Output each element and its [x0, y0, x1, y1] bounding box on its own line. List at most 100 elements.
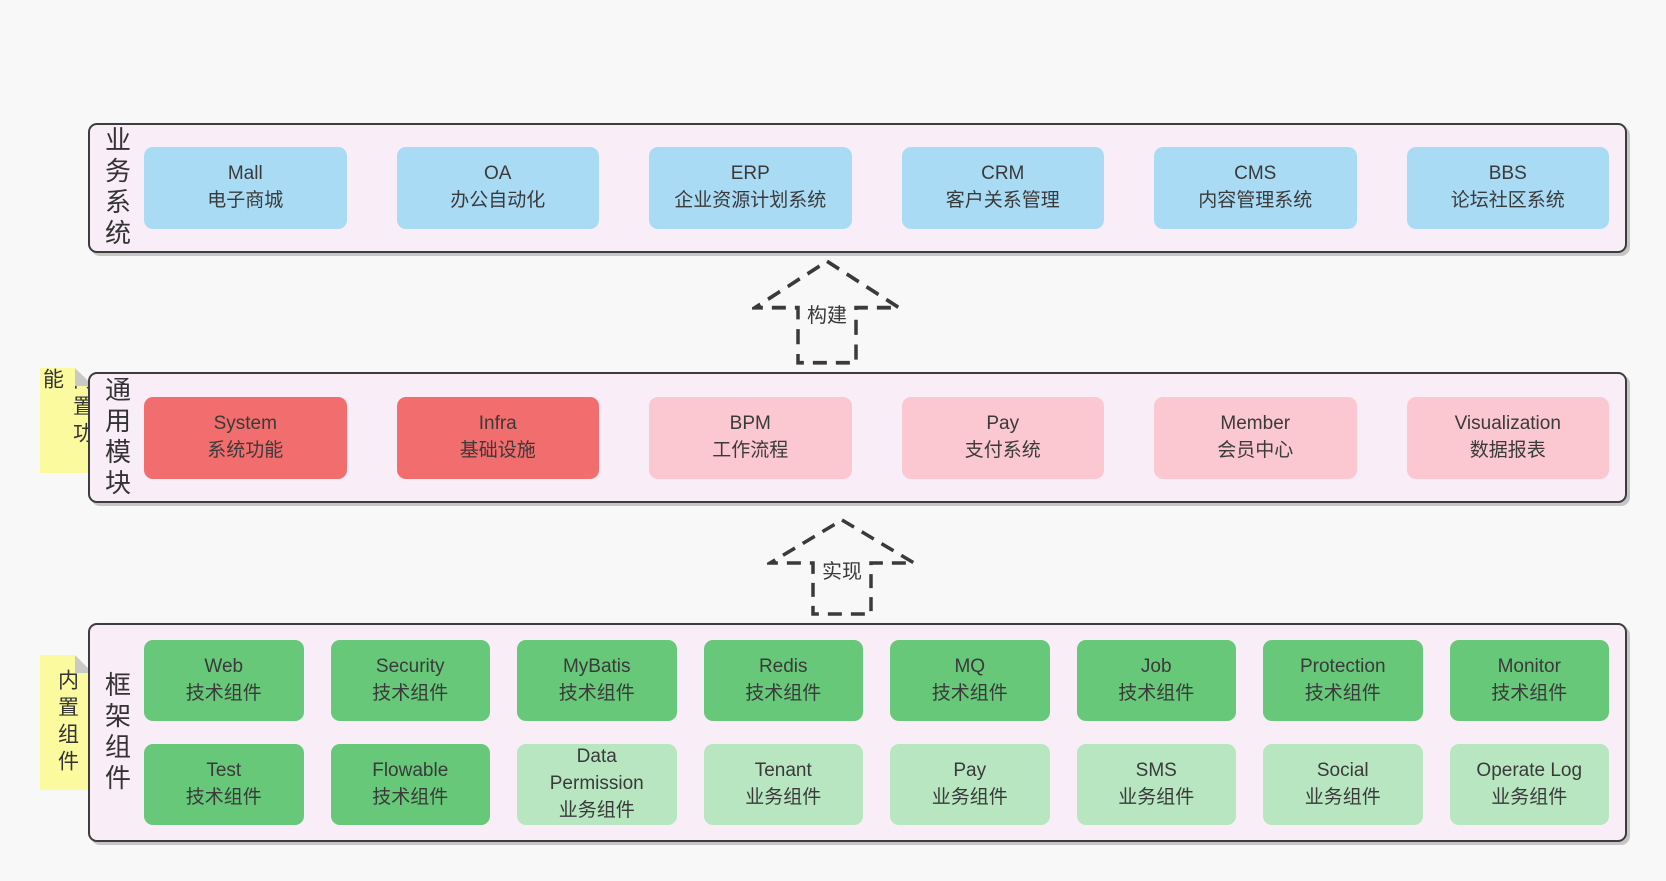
box-desc: 业务组件 — [1491, 786, 1568, 808]
box-name: CMS — [1234, 163, 1277, 185]
layer-business-systems: 业务系统 Mall 电子商城 OA 办公自动化 ERP 企业资源计划系统 CRM 客户关系管理… — [88, 123, 1627, 253]
box-crm: CRM 客户关系管理 — [901, 147, 1104, 229]
sticky-note-built-in-components: 内置组件 — [40, 655, 93, 790]
component-row: System 系统功能 Infra 基础设施 BPM 工作流程 Pay 支付系统 Member 会… — [144, 396, 1609, 479]
box-name: MQ — [954, 655, 986, 677]
box-mq: MQ 技术组件 — [890, 640, 1050, 721]
dashed-up-arrow-icon — [752, 259, 902, 365]
box-desc: 技术组件 — [185, 786, 262, 808]
box-name: ERP — [730, 163, 770, 185]
box-mall: Mall 电子商城 — [144, 147, 347, 229]
box-desc: 工作流程 — [712, 439, 789, 461]
box-name: Monitor — [1497, 655, 1561, 677]
box-name: Pay — [953, 759, 987, 781]
box-desc: 业务组件 — [1118, 786, 1195, 808]
box-pay: Pay 业务组件 — [890, 744, 1050, 825]
box-desc: 业务组件 — [931, 786, 1008, 808]
box-monitor: Monitor 技术组件 — [1449, 640, 1609, 721]
box-mybatis: MyBatis 技术组件 — [517, 640, 677, 721]
box-system: System 系统功能 — [144, 396, 347, 479]
box-desc: 技术组件 — [1304, 682, 1381, 704]
sticky-note-label: 内置组件 — [55, 668, 79, 777]
box-desc: 技术组件 — [1118, 682, 1195, 704]
box-name: System — [213, 412, 277, 434]
box-desc: 技术组件 — [372, 786, 449, 808]
box-cms: CMS 内容管理系统 — [1154, 147, 1357, 229]
box-name: BPM — [729, 412, 771, 434]
box-name: Visualization — [1454, 412, 1561, 434]
box-sms: SMS 业务组件 — [1076, 744, 1236, 825]
layer-label-business-systems: 业务系统 — [101, 126, 132, 250]
box-visualization: Visualization 数据报表 — [1406, 396, 1609, 479]
dashed-up-arrow-icon — [767, 517, 917, 616]
box-infra: Infra 基础设施 — [396, 396, 599, 479]
layer-framework-components: 框架组件 Web 技术组件 Security 技术组件 MyBatis 技术组件 Redis… — [88, 623, 1627, 842]
box-name: OA — [484, 163, 512, 185]
box-name: Test — [206, 759, 242, 781]
build-arrow: 构建 — [752, 258, 902, 366]
implement-arrow: 实现 — [767, 517, 917, 617]
box-social: Social 业务组件 — [1263, 744, 1423, 825]
box-name: Protection — [1299, 655, 1386, 677]
box-name: Security — [375, 655, 445, 677]
box-desc: 内容管理系统 — [1198, 190, 1313, 211]
sticky-note-built-in-features: 内置功能 — [40, 368, 94, 473]
box-desc: 技术组件 — [558, 682, 635, 704]
layer-label-framework-components: 框架组件 — [101, 670, 132, 795]
component-row: Mall 电子商城 OA 办公自动化 ERP 企业资源计划系统 CRM 客户关系管理 CMS 内容… — [144, 147, 1609, 229]
box-desc: 电子商城 — [207, 190, 284, 211]
layer-common-modules: 通用模块 System 系统功能 Infra 基础设施 BPM 工作流程 Pay 支付系统 Me… — [88, 372, 1627, 503]
box-desc: 业务组件 — [1304, 786, 1381, 808]
box-desc: 业务组件 — [558, 799, 635, 821]
box-name: Tenant — [754, 759, 812, 781]
box-bbs: BBS 论坛社区系统 — [1406, 147, 1609, 229]
box-desc: 技术组件 — [931, 682, 1008, 704]
box-member: Member 会员中心 — [1154, 396, 1357, 479]
box-desc: 系统功能 — [207, 439, 284, 461]
box-name: Social — [1316, 759, 1369, 781]
box-desc: 论坛社区系统 — [1450, 190, 1565, 211]
box-bpm: BPM 工作流程 — [649, 396, 852, 479]
layer-label-common-modules: 通用模块 — [101, 375, 132, 500]
layer-boxes-common-modules: System 系统功能 Infra 基础设施 BPM 工作流程 Pay 支付系统 Member 会… — [144, 374, 1625, 501]
box-pay: Pay 支付系统 — [901, 396, 1104, 479]
box-security: Security 技术组件 — [330, 640, 490, 721]
box-web: Web 技术组件 — [144, 640, 304, 721]
box-desc: 会员中心 — [1217, 439, 1294, 461]
sticky-note-label: 内置功能 — [40, 368, 94, 449]
box-test: Test 技术组件 — [144, 744, 304, 825]
box-name: MyBatis — [562, 655, 631, 677]
box-desc: 支付系统 — [964, 439, 1041, 461]
box-name: Pay — [986, 412, 1020, 434]
box-name: Infra — [478, 412, 517, 434]
box-name: CRM — [981, 163, 1025, 185]
box-name: Web — [204, 655, 244, 677]
box-erp: ERP 企业资源计划系统 — [649, 147, 852, 229]
box-desc: 办公自动化 — [450, 190, 546, 211]
box-desc: 技术组件 — [185, 682, 262, 704]
box-desc: 基础设施 — [459, 439, 536, 461]
box-desc: 数据报表 — [1469, 439, 1546, 461]
box-protection: Protection 技术组件 — [1263, 640, 1423, 721]
implement-arrow-label: 实现 — [819, 555, 865, 584]
box-desc: 技术组件 — [1491, 682, 1568, 704]
box-desc: 企业资源计划系统 — [674, 190, 827, 211]
box-desc: 业务组件 — [745, 786, 822, 808]
box-data-permission: Data Permission 业务组件 — [517, 744, 677, 825]
box-name: Data Permission — [549, 746, 644, 795]
box-name: Member — [1220, 412, 1291, 434]
box-name: SMS — [1135, 759, 1177, 781]
box-desc: 客户关系管理 — [945, 190, 1060, 211]
box-name: BBS — [1488, 163, 1527, 185]
box-desc: 技术组件 — [372, 682, 449, 704]
box-name: Mall — [227, 163, 263, 185]
layer-boxes-business-systems: Mall 电子商城 OA 办公自动化 ERP 企业资源计划系统 CRM 客户关系管理 CMS 内容… — [144, 125, 1625, 251]
box-tenant: Tenant 业务组件 — [703, 744, 863, 825]
